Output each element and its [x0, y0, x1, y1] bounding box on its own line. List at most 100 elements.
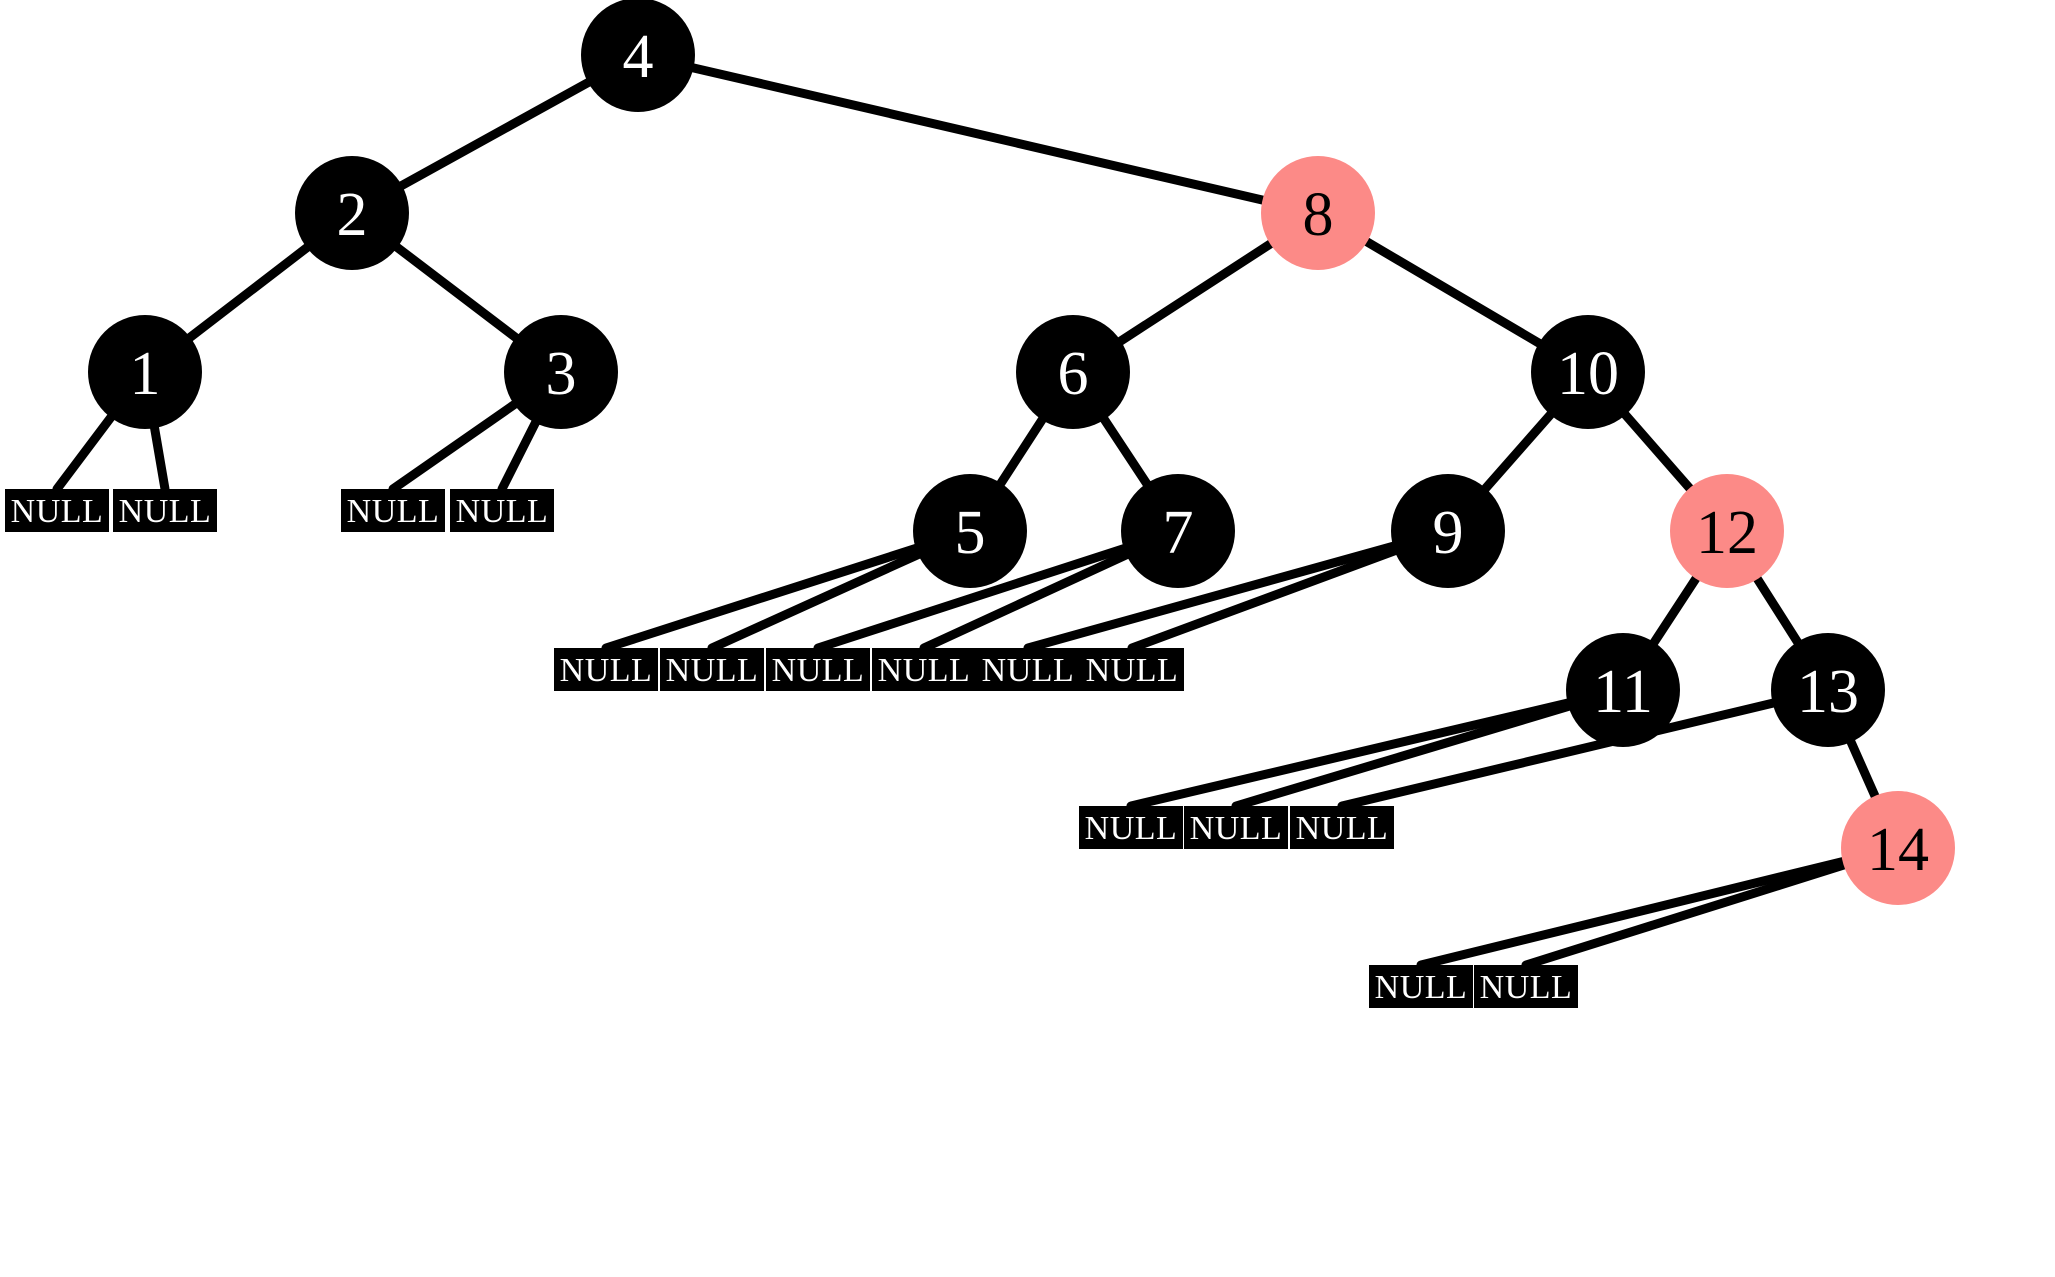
- null-leaf-label: NULL: [347, 493, 440, 530]
- node-label: 7: [1163, 499, 1194, 567]
- node-label: 8: [1303, 181, 1334, 249]
- tree-node-9[interactable]: 9: [1391, 474, 1505, 588]
- tree-node-13[interactable]: 13: [1771, 633, 1885, 747]
- node-label: 10: [1557, 340, 1619, 408]
- node-circle-red[interactable]: [1841, 791, 1955, 905]
- tree-edge: [1751, 572, 1804, 649]
- null-leaf: NULL: [341, 489, 445, 532]
- null-leaf: NULL: [976, 648, 1080, 691]
- null-leaf-box: [1184, 806, 1288, 849]
- null-leaf: NULL: [1080, 648, 1184, 691]
- null-leaf: NULL: [872, 648, 976, 691]
- null-leaf-label: NULL: [666, 652, 759, 689]
- node-circle-black[interactable]: [504, 315, 618, 429]
- tree-edge: [1231, 701, 1575, 811]
- tree-edge: [1619, 408, 1696, 495]
- null-leaf-label: NULL: [1375, 969, 1468, 1006]
- node-circle-black[interactable]: [1566, 633, 1680, 747]
- null-leaf-label: NULL: [11, 493, 104, 530]
- tree-node-2[interactable]: 2: [295, 156, 409, 270]
- node-circle-red[interactable]: [1670, 474, 1784, 588]
- node-label: 11: [1593, 658, 1653, 726]
- tree-node-12[interactable]: 12: [1670, 474, 1784, 588]
- tree-edge: [1479, 408, 1557, 495]
- node-label: 2: [337, 181, 368, 249]
- null-leaf-box: [976, 648, 1080, 691]
- node-circle-black[interactable]: [581, 0, 695, 112]
- tree-node-4[interactable]: 4: [581, 0, 695, 112]
- null-leaf-box: [1079, 806, 1183, 849]
- null-leaf-box: [5, 489, 109, 532]
- null-leaf-box: [341, 489, 445, 532]
- null-leaf: NULL: [1184, 806, 1288, 849]
- node-circle-black[interactable]: [295, 156, 409, 270]
- null-leaf-box: [1080, 648, 1184, 691]
- tree-edge: [395, 77, 595, 191]
- null-leaf-label: NULL: [1085, 810, 1178, 847]
- tree-edge: [1023, 541, 1400, 653]
- null-leaf: NULL: [660, 648, 764, 691]
- tree-edge: [388, 398, 521, 494]
- tree-edge: [1521, 860, 1851, 970]
- null-leaf-box: [1369, 965, 1473, 1008]
- tree-node-1[interactable]: 1: [88, 315, 202, 429]
- null-leaf-label: NULL: [119, 493, 212, 530]
- node-label: 5: [955, 499, 986, 567]
- node-circle-black[interactable]: [913, 474, 1027, 588]
- tree-node-5[interactable]: 5: [913, 474, 1027, 588]
- edges-layer: [52, 62, 1881, 970]
- tree-edge: [1114, 238, 1277, 347]
- node-circle-black[interactable]: [1121, 474, 1235, 588]
- tree-edge: [1648, 572, 1702, 649]
- null-leaf: NULL: [766, 648, 870, 691]
- tree-node-7[interactable]: 7: [1121, 474, 1235, 588]
- node-circle-black[interactable]: [1391, 474, 1505, 588]
- null-leaf-label: NULL: [1296, 810, 1389, 847]
- node-circle-red[interactable]: [1261, 156, 1375, 270]
- tree-node-14[interactable]: 14: [1841, 791, 1955, 905]
- tree-edge: [1098, 413, 1153, 490]
- node-circle-black[interactable]: [88, 315, 202, 429]
- tree-node-11[interactable]: 11: [1566, 633, 1680, 747]
- null-leaf: NULL: [1474, 965, 1578, 1008]
- null-leaf-box: [113, 489, 217, 532]
- tree-edge: [919, 549, 1133, 653]
- null-leaf-box: [766, 648, 870, 691]
- null-leaf: NULL: [1369, 965, 1473, 1008]
- tree-node-6[interactable]: 6: [1016, 315, 1130, 429]
- null-leaf-box: [450, 489, 554, 532]
- null-leaf-box: [872, 648, 976, 691]
- null-leaf-label: NULL: [982, 652, 1075, 689]
- null-leaf: NULL: [554, 648, 658, 691]
- null-leaf: NULL: [1290, 806, 1394, 849]
- tree-node-3[interactable]: 3: [504, 315, 618, 429]
- tree-edge: [813, 543, 1131, 653]
- node-circle-black[interactable]: [1016, 315, 1130, 429]
- tree-edge: [1126, 698, 1574, 811]
- tree-edge: [1416, 856, 1850, 970]
- node-circle-black[interactable]: [1771, 633, 1885, 747]
- tree-node-8[interactable]: 8: [1261, 156, 1375, 270]
- node-label: 6: [1058, 340, 1089, 408]
- null-leaf: NULL: [450, 489, 554, 532]
- node-label: 13: [1797, 658, 1859, 726]
- null-leaf-label: NULL: [772, 652, 865, 689]
- node-label: 4: [623, 23, 654, 91]
- null-leaf-box: [1474, 965, 1578, 1008]
- node-label: 14: [1867, 816, 1929, 884]
- node-circle-black[interactable]: [1531, 315, 1645, 429]
- null-leaf-label: NULL: [456, 493, 549, 530]
- null-leaf-box: [554, 648, 658, 691]
- node-label: 9: [1433, 499, 1464, 567]
- node-label: 12: [1696, 499, 1758, 567]
- tree-edge: [707, 549, 925, 653]
- null-leaf: NULL: [113, 489, 217, 532]
- tree-edge: [687, 62, 1269, 206]
- tree-node-10[interactable]: 10: [1531, 315, 1645, 429]
- tree-edge: [497, 416, 541, 494]
- null-leaf-box: [660, 648, 764, 691]
